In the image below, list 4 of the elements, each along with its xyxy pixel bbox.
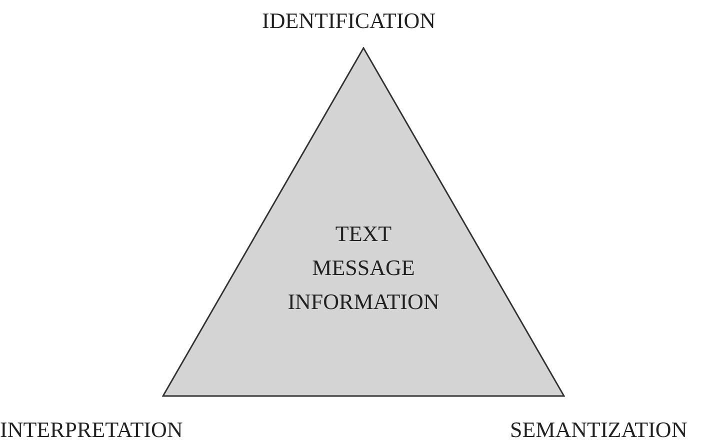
vertex-label: SEMANTIZATION <box>510 419 688 441</box>
vertex-label: IDENTIFICATION <box>262 10 436 32</box>
vertex-label: INTERPRETATION <box>0 419 183 441</box>
node-text: TEXT MESSAGE INFORMATION <box>288 220 440 316</box>
